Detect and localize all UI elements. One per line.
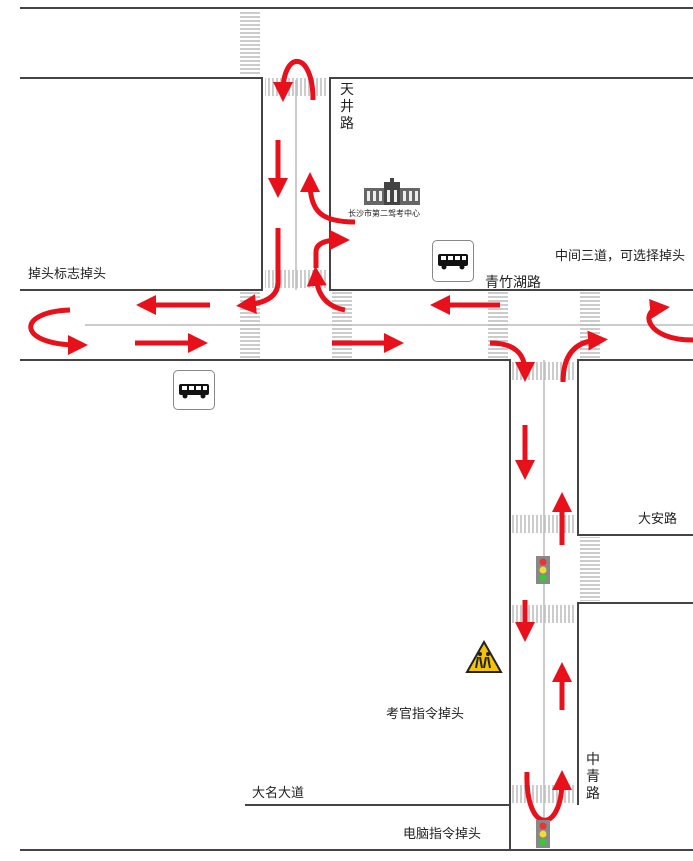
- center-lines: [85, 80, 693, 845]
- road-label-daan: 大安路: [638, 512, 678, 527]
- traffic-light-icon: [536, 556, 550, 584]
- traffic-light-icon: [536, 820, 550, 848]
- bus-stop-icon: [173, 370, 215, 410]
- crosswalks: [240, 10, 600, 803]
- road-label-zhongqing: 中青路: [586, 752, 600, 802]
- route-arrows: [28, 59, 693, 823]
- note-computer-uturn: 电脑指令掉头: [403, 827, 482, 842]
- school-children-warning-icon: [465, 640, 503, 674]
- note-examiner-uturn: 考官指令掉头: [386, 707, 465, 722]
- bus-stop-icon: [432, 240, 474, 282]
- road-label-tianjing: 天井路: [340, 82, 354, 132]
- note-middle-lanes: 中间三道，可选择掉头: [555, 249, 686, 264]
- road-edges: [20, 7, 693, 851]
- exam-center-building-icon: [362, 178, 422, 206]
- road-label-qingzhuhu: 青竹湖路: [485, 275, 541, 291]
- exam-center-label: 长沙市第二驾考中心: [348, 209, 420, 218]
- road-label-daming: 大名大道: [252, 786, 305, 801]
- note-sign-uturn: 掉头标志掉头: [28, 267, 107, 282]
